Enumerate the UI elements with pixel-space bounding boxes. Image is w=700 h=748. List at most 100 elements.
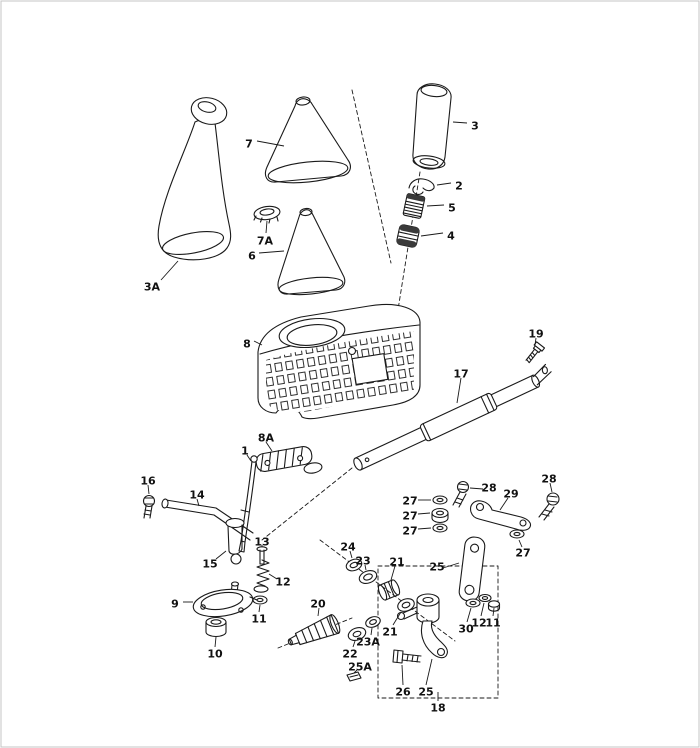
- leader-line-20: [317, 607, 320, 617]
- part-label-24: 24: [340, 541, 356, 554]
- part-label-27: 27: [402, 525, 417, 538]
- leader-line-2: [436, 182, 452, 186]
- part-8-shift-console: [257, 303, 421, 420]
- leader-line-6: [258, 250, 285, 254]
- leader-line-4: [420, 232, 444, 237]
- leader-line-11: [492, 607, 495, 617]
- part-label-17: 17: [453, 368, 468, 381]
- part-label-15: 15: [202, 558, 217, 571]
- part-label-23A: 23A: [356, 636, 380, 649]
- part-label-28: 28: [541, 473, 556, 486]
- part-label-7A: 7A: [257, 235, 274, 248]
- part-4-damper-bushing: [396, 224, 420, 248]
- part-27-washer-bottom: [432, 523, 448, 533]
- leader-line-21: [392, 611, 402, 626]
- part-label-12: 12: [275, 576, 290, 589]
- part-17-shift-rod: [353, 363, 552, 471]
- leader-line-25: [442, 562, 460, 569]
- leader-line-28: [469, 487, 484, 490]
- part-label-30: 30: [458, 623, 474, 636]
- part-12-washer-right: [478, 593, 492, 603]
- part-23-bushing: [358, 570, 378, 584]
- leader-line-30: [466, 607, 472, 623]
- part-12-spring: [253, 559, 270, 593]
- part-28-bolt-left: [452, 480, 470, 508]
- part-label-21: 21: [389, 556, 404, 569]
- part-label-29: 29: [503, 488, 518, 501]
- leader-line-27: [417, 512, 431, 515]
- part-label-21: 21: [382, 626, 397, 639]
- leader-line-3: [452, 121, 468, 124]
- leader-line-15: [215, 550, 227, 560]
- part-label-14: 14: [189, 489, 205, 502]
- leader-line-12: [268, 573, 278, 580]
- part-16-bolt: [142, 494, 156, 519]
- leader-line-23: [364, 564, 367, 571]
- part-label-4: 4: [447, 230, 455, 243]
- leader-line-12: [480, 602, 485, 617]
- part-13-pin: [256, 546, 268, 565]
- part-11-washer-left: [252, 595, 268, 605]
- part-label-19: 19: [528, 328, 543, 341]
- part-29-lever-arm: [470, 500, 532, 531]
- part-18-bell-crank: [396, 593, 448, 659]
- leader-line-11: [258, 604, 261, 613]
- leader-line-3A: [160, 260, 179, 281]
- part-24-washer: [345, 558, 363, 572]
- part-label-8: 8: [243, 338, 251, 351]
- part-7a-ring: [253, 205, 281, 224]
- part-label-3A: 3A: [144, 281, 161, 294]
- part-label-11: 11: [485, 617, 500, 630]
- part-label-27: 27: [515, 547, 530, 560]
- leader-line-7: [256, 140, 285, 147]
- part-label-25: 25: [429, 561, 444, 574]
- leader-line-14: [196, 498, 200, 507]
- leader-line-25A: [353, 669, 358, 674]
- part-27-nut-middle: [431, 507, 449, 524]
- part-11-nut-right: [487, 600, 501, 612]
- part-28-bolt-right: [538, 492, 560, 521]
- part-label-25A: 25A: [348, 661, 372, 674]
- leader-line-27: [518, 539, 523, 548]
- leader-line-21: [390, 565, 396, 581]
- leader-line-7A: [265, 220, 268, 234]
- part-label-8A: 8A: [258, 432, 275, 445]
- part-label-13: 13: [254, 536, 269, 549]
- part-6-boot-cone-inner: [277, 207, 346, 296]
- leader-line-16: [147, 484, 150, 495]
- leader-line-5: [426, 204, 445, 207]
- part-21-bushing-upper: [377, 579, 401, 601]
- part-15-clevis: [225, 517, 245, 565]
- part-label-28: 28: [481, 482, 496, 495]
- leader-line-8A: [265, 441, 273, 452]
- leader-line-22: [352, 640, 356, 648]
- part-label-6: 6: [248, 250, 256, 263]
- part-label-3: 3: [471, 120, 479, 133]
- part-label-1: 1: [241, 445, 249, 458]
- part-8a-cover-plate: [255, 445, 313, 473]
- part-label-7: 7: [245, 138, 253, 151]
- part-label-20: 20: [310, 598, 326, 611]
- part-30-bushing: [465, 598, 481, 608]
- part-3-shift-knob: [412, 83, 452, 170]
- leader-line-19: [534, 337, 537, 346]
- part-label-11: 11: [251, 613, 266, 626]
- leader-line-26: [401, 664, 404, 686]
- part-27-washer-top: [432, 495, 448, 505]
- part-2-retaining-clip: [408, 178, 435, 195]
- part-label-10: 10: [207, 648, 223, 661]
- part-label-2: 2: [455, 180, 463, 193]
- leader-line-27: [417, 527, 432, 530]
- leader-line-24: [349, 550, 353, 559]
- part-10-nut: [205, 616, 227, 638]
- part-5-threaded-insert: [402, 193, 426, 219]
- leader-line-29: [499, 497, 509, 511]
- part-21-bushing-lower: [397, 598, 415, 612]
- leader-line-10: [214, 636, 217, 648]
- part-label-5: 5: [448, 202, 456, 215]
- part-7-boot-cone-outer: [264, 96, 351, 184]
